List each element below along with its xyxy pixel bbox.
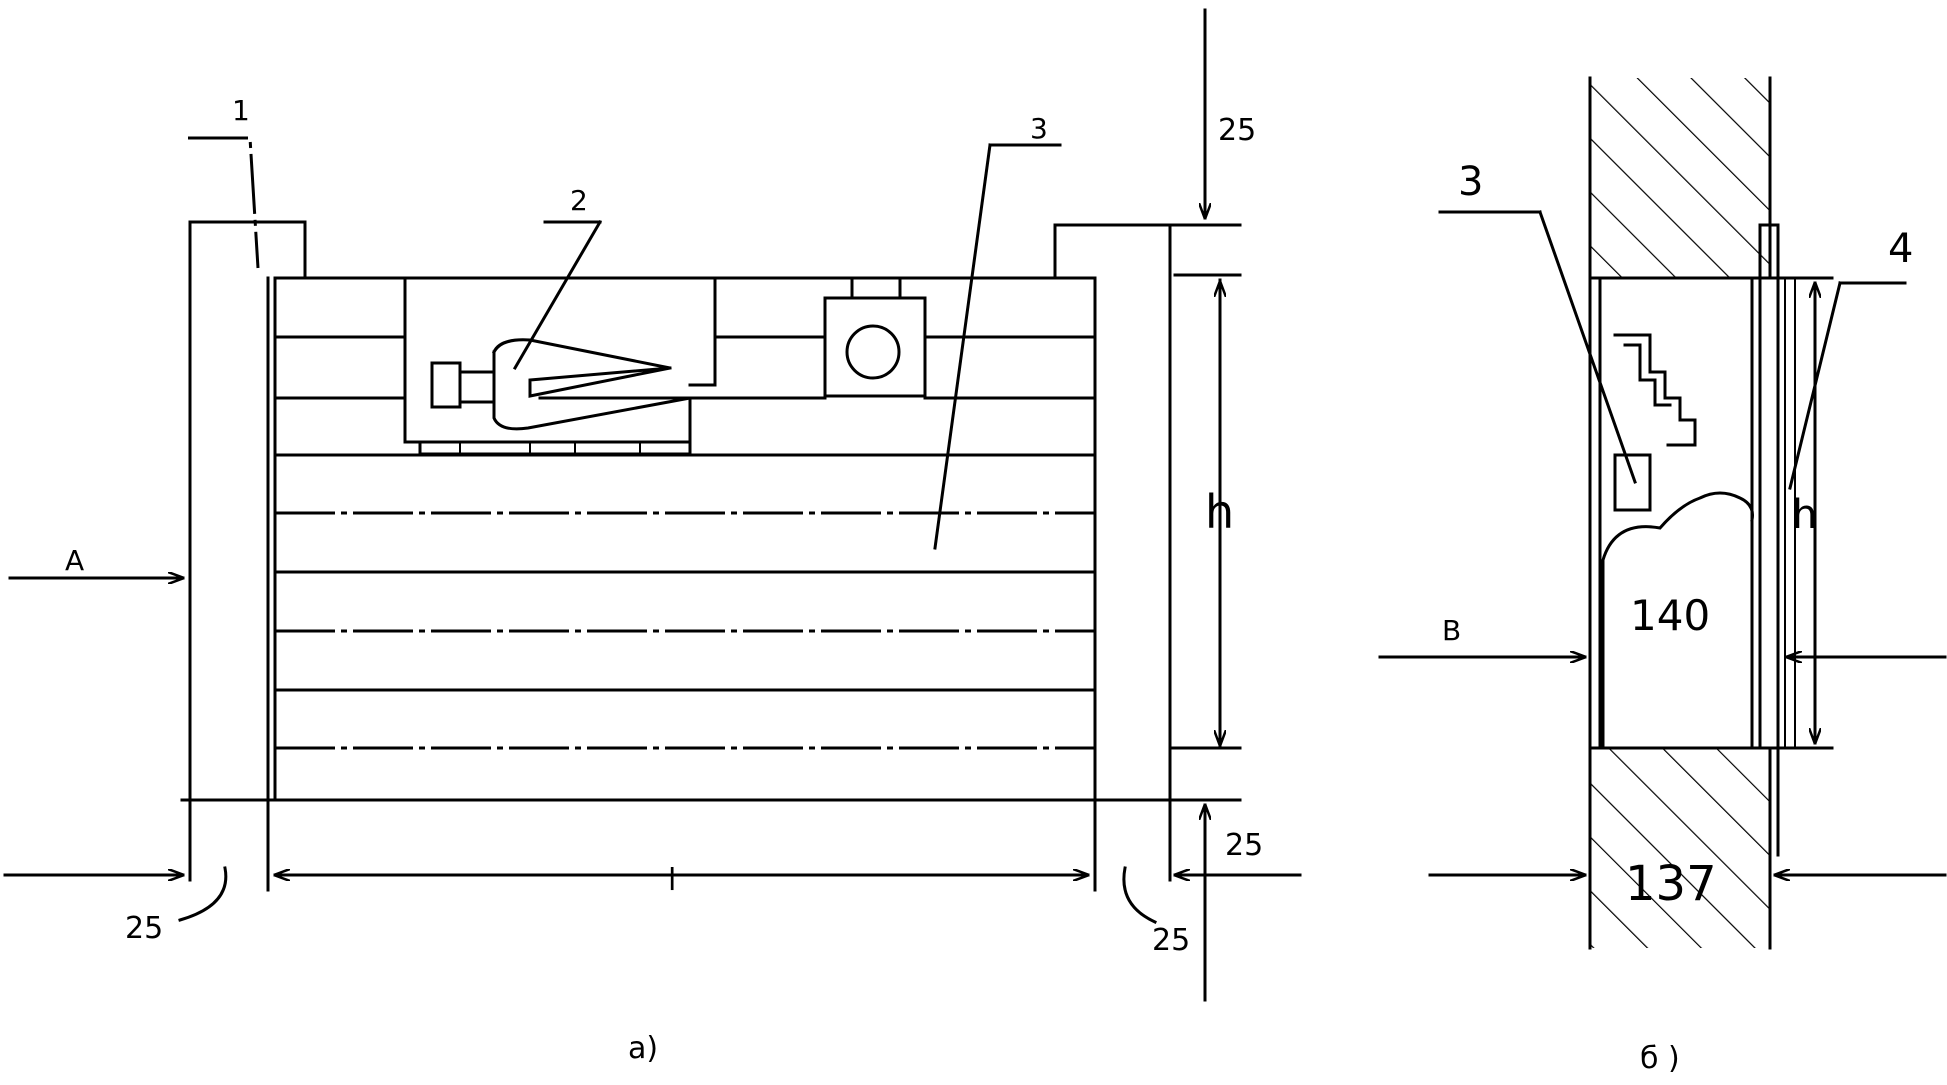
dim-label-height-b: h — [1792, 492, 1817, 538]
callout-label-guide: 4 — [1888, 226, 1913, 272]
dim-height-h — [1168, 278, 1242, 750]
right-post — [1053, 223, 1242, 882]
left-post — [188, 220, 307, 882]
wall-upper — [1590, 78, 1770, 278]
dim-label-right-post: 25 — [1152, 923, 1190, 958]
callout-label-frame: 1 — [232, 94, 250, 127]
dim-right-post — [1122, 866, 1302, 924]
dim-top-clearance — [1173, 8, 1242, 277]
tension-roller-box — [823, 276, 927, 398]
section-label-b: B — [1442, 614, 1461, 647]
figure-a-front-view: 1 2 3 25 h 25 l 25 25 A а) — [3, 8, 1302, 1066]
dim-label-width: l — [668, 863, 676, 898]
callout-label-drive: 2 — [570, 184, 588, 217]
dim-width-l — [266, 858, 1097, 892]
dim-label-opening-depth: 140 — [1630, 591, 1710, 640]
dim-label-left-post: 25 — [125, 911, 163, 946]
shutter-slats — [180, 276, 1242, 802]
section-label-a: A — [65, 544, 84, 577]
callout-label-shutter-b: 3 — [1458, 159, 1483, 205]
dim-label-top-clearance: 25 — [1218, 113, 1256, 148]
figure-caption-b: б ) — [1640, 1041, 1680, 1076]
callout-label-shutter: 3 — [1030, 112, 1048, 145]
dim-label-height: h — [1205, 485, 1234, 539]
dim-left-post — [3, 866, 228, 922]
figure-b-section-view: 3 4 h 140 137 B б ) — [1378, 76, 1947, 1076]
drive-unit — [403, 276, 717, 456]
figure-caption-a: а) — [628, 1031, 658, 1066]
shutter-profile-section — [1601, 333, 1754, 750]
dim-label-bottom-clearance: 25 — [1225, 828, 1263, 863]
callout-leaders-a — [188, 136, 1062, 550]
dim-label-wall-thickness: 137 — [1625, 856, 1717, 912]
wall-lower — [1590, 748, 1770, 948]
